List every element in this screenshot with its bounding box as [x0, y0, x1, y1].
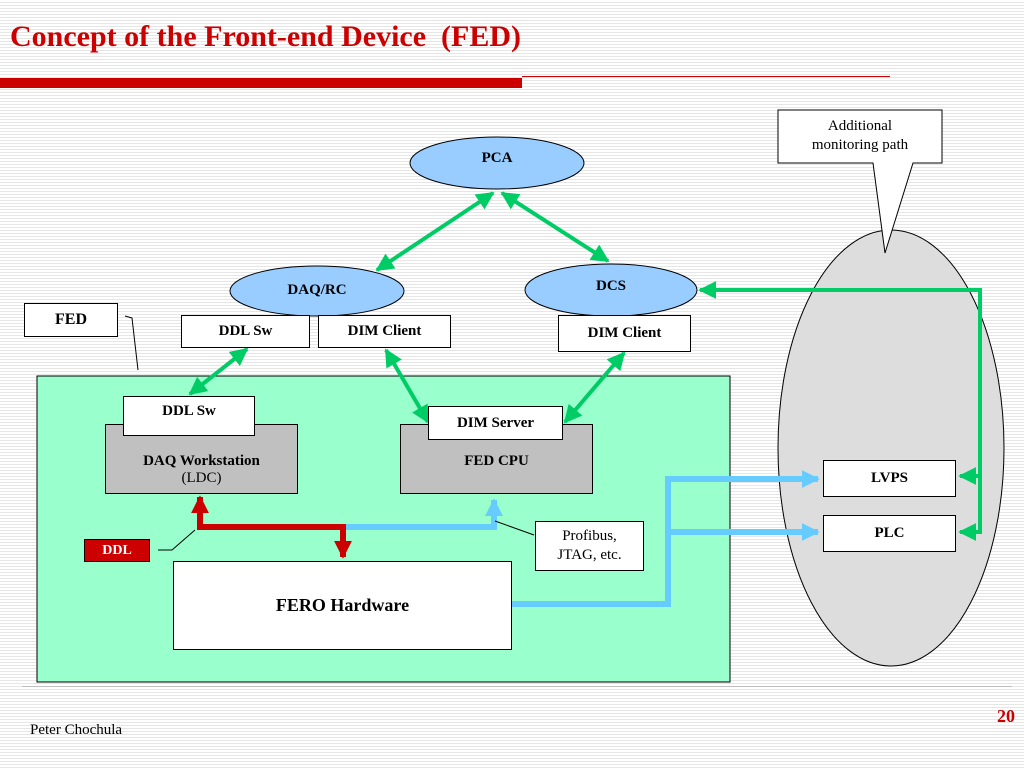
daq-rc-ellipse — [229, 265, 405, 317]
fed-label-connector — [124, 315, 139, 371]
fed-cpu-label: FED CPU — [464, 453, 529, 469]
arrow-ddl — [191, 495, 352, 559]
arrow-dcs-monitoring — [698, 281, 982, 476]
profibus-connector — [494, 520, 535, 536]
ddl-badge: DDL — [84, 539, 150, 562]
arrow-ddlsw-ddlsw — [188, 347, 249, 396]
daq-rc-label: DAQ/RC — [287, 282, 347, 298]
profibus-line2: JTAG, etc. — [557, 547, 622, 563]
arrow-dimclient-right-dimserver — [563, 351, 626, 424]
fero-hardware-box: FERO Hardware — [173, 561, 512, 650]
arrow-pca-daqrc — [375, 191, 495, 272]
arrow-dimclient-dimserver — [384, 348, 430, 424]
profibus-line1: Profibus, — [562, 528, 617, 544]
fed-label-box: FED — [24, 303, 118, 337]
daq-workstation-label: DAQ Workstation — [143, 453, 260, 469]
ddl-sw-top-box: DDL Sw — [181, 315, 310, 348]
title-underline-thick — [0, 78, 522, 88]
pca-ellipse — [409, 136, 585, 190]
arrow-profibus-fedcpu — [343, 498, 503, 530]
callout-line1: Additional — [827, 118, 893, 134]
arrow-monitoring-plc — [958, 476, 982, 541]
slide-title: Concept of the Front-end Device (FED) — [10, 20, 522, 53]
dim-client-left-box: DIM Client — [318, 315, 451, 348]
ldc-label: (LDC) — [181, 470, 222, 486]
lvps-box: LVPS — [823, 460, 956, 497]
callout-line2: monitoring path — [811, 137, 909, 153]
callout-bubble — [777, 109, 943, 254]
monitoring-ellipse — [777, 229, 1005, 667]
profibus-box: Profibus, JTAG, etc. — [535, 521, 644, 571]
plc-box: PLC — [823, 515, 956, 552]
footer-divider — [22, 686, 1012, 687]
dim-client-right-box: DIM Client — [558, 315, 691, 352]
ddl-sw-inner-box: DDL Sw — [123, 396, 255, 436]
dcs-label: DCS — [595, 278, 626, 294]
dim-server-box: DIM Server — [428, 406, 563, 440]
ddl-label-connector — [158, 529, 196, 551]
title-underline-thin — [522, 76, 890, 77]
monitoring-callout-text: Additional monitoring path — [778, 117, 942, 155]
page-number: 20 — [997, 706, 1015, 726]
arrow-pca-dcs — [500, 191, 610, 263]
arrow-fero-lvps — [512, 470, 820, 607]
pca-label: PCA — [481, 150, 513, 166]
footer-author: Peter Chochula — [30, 722, 123, 738]
